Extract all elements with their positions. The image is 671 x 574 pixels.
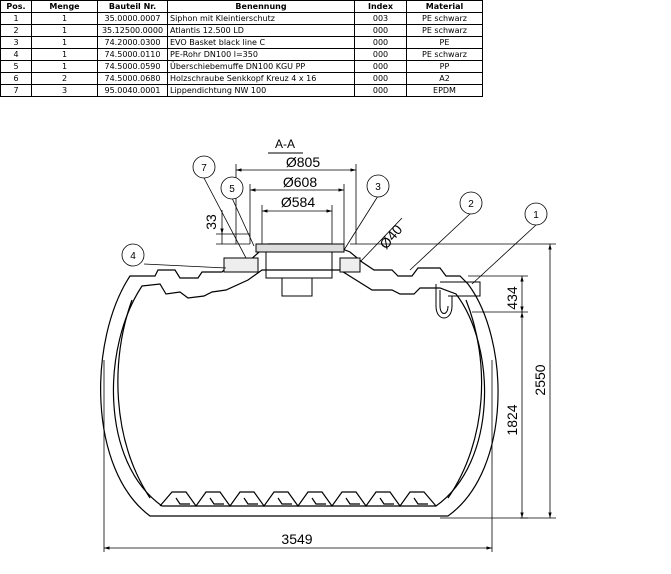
- balloon-5-label: 5: [229, 184, 235, 195]
- dim-d805: Ø805: [286, 154, 320, 170]
- basket-body: [265, 251, 333, 279]
- pipe-outlet-right: [339, 257, 361, 273]
- dim-h33: 33: [203, 214, 219, 230]
- balloon-3-label: 3: [375, 182, 381, 193]
- filter-assembly: [223, 243, 361, 297]
- dimension-lines: [103, 164, 556, 552]
- table-row: 5 1 74.5000.0590 Überschiebemuffe DN100 …: [0, 60, 483, 73]
- basket-lid: [255, 243, 345, 253]
- balloon-4: 4: [121, 243, 145, 267]
- tank-inner-outline: [112, 269, 486, 507]
- dim-d584: Ø584: [281, 194, 315, 210]
- section-label: A-A: [275, 137, 295, 151]
- siphon-bend-inner: [439, 290, 449, 314]
- table-row: 1 1 35.0000.0007 Siphon mit Kleintiersch…: [0, 12, 483, 25]
- balloon-3: 3: [366, 174, 390, 198]
- balloon-2: 2: [459, 191, 483, 215]
- dim-d608: Ø608: [283, 174, 317, 190]
- balloon-1: 1: [524, 202, 548, 226]
- tank-rib-left: [117, 299, 151, 499]
- tank-body: [100, 243, 499, 517]
- pipe-inlet-left: [223, 257, 259, 273]
- siphon-bend: [435, 284, 453, 319]
- table-row: 7 3 95.0040.0001 Lippendichtung NW 100 0…: [0, 84, 483, 97]
- table-row: 6 2 74.5000.0680 Holzschraube Senkkopf K…: [0, 72, 483, 85]
- siphon: [435, 281, 481, 319]
- table-row: 2 1 35.12500.0000 Atlantis 12.500 LD 000…: [0, 24, 483, 37]
- cell-material: EPDM: [406, 84, 483, 97]
- cell-material: PE: [406, 36, 483, 49]
- parts-table: Pos. Menge Bauteil Nr. Benennung Index M…: [0, 0, 483, 97]
- balloon-7: 7: [192, 155, 216, 179]
- basket-outlet: [281, 277, 313, 297]
- dim-d40: Ø40: [376, 221, 405, 252]
- balloons: [143, 177, 537, 285]
- tank-bottom-inner: [175, 497, 428, 505]
- dim-h2550: 2550: [532, 364, 548, 395]
- tank-bottom-profile: [159, 491, 437, 508]
- dim-w3549: 3549: [281, 531, 312, 547]
- balloon-5: 5: [220, 176, 244, 200]
- table-row: 3 1 74.2000.0300 EVO Basket black line C…: [0, 36, 483, 49]
- balloon-2-label: 2: [468, 199, 474, 210]
- balloon-4-label: 4: [130, 251, 136, 262]
- dim-h434: 434: [504, 286, 520, 310]
- siphon-pipe: [440, 281, 481, 297]
- tank-rib-right: [447, 299, 483, 499]
- balloon-1-label: 1: [533, 210, 539, 221]
- balloon-7-label: 7: [201, 163, 207, 174]
- dim-h1824: 1824: [504, 404, 520, 435]
